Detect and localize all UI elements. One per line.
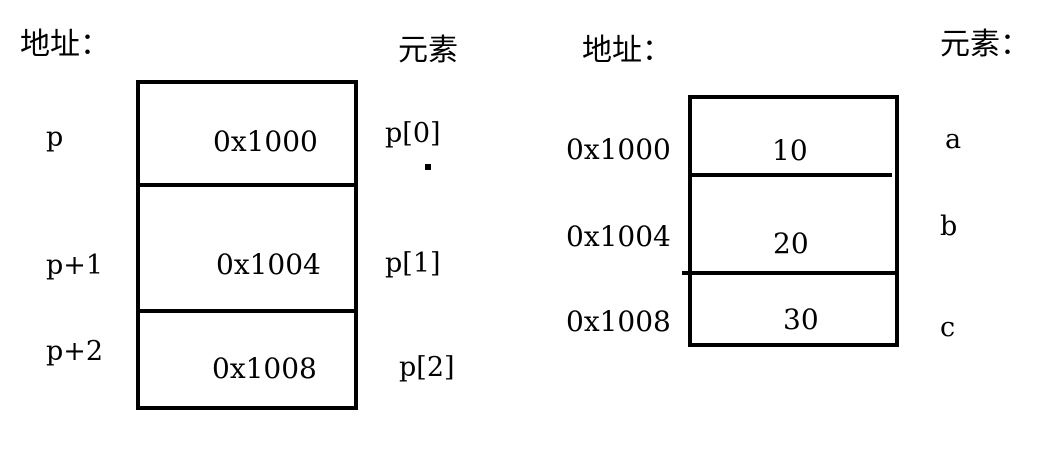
cell-divider <box>136 309 354 313</box>
left-element-label: p[0] <box>385 118 441 149</box>
right-address-label: 0x1004 <box>566 220 671 253</box>
left-address-header: 地址： <box>20 27 110 62</box>
right-cell-value: 30 <box>783 303 819 336</box>
right-element-label: b <box>940 211 958 242</box>
right-element-header: 元素： <box>940 27 1030 62</box>
value-array-box <box>688 95 899 347</box>
cell-divider <box>682 271 899 275</box>
left-address-label: p+2 <box>46 336 104 367</box>
right-address-header: 地址： <box>582 33 672 68</box>
cell-divider <box>688 173 892 177</box>
left-address-label: p <box>46 122 64 153</box>
cell-divider <box>136 183 358 187</box>
stray-dot <box>425 164 431 170</box>
right-element-label: a <box>945 124 962 155</box>
left-cell-value: 0x1004 <box>216 248 321 281</box>
right-element-label: c <box>940 312 956 343</box>
right-cell-value: 20 <box>773 227 809 260</box>
left-cell-value: 0x1000 <box>213 125 318 158</box>
right-address-label: 0x1000 <box>566 133 671 166</box>
right-address-label: 0x1008 <box>566 305 671 338</box>
left-element-label: p[2] <box>399 352 455 383</box>
left-element-label: p[1] <box>385 248 441 279</box>
left-element-header: 元素 <box>398 33 458 68</box>
left-address-label: p+1 <box>46 250 104 281</box>
left-cell-value: 0x1008 <box>212 352 317 385</box>
right-cell-value: 10 <box>772 134 808 167</box>
pointer-array-box <box>136 80 358 410</box>
